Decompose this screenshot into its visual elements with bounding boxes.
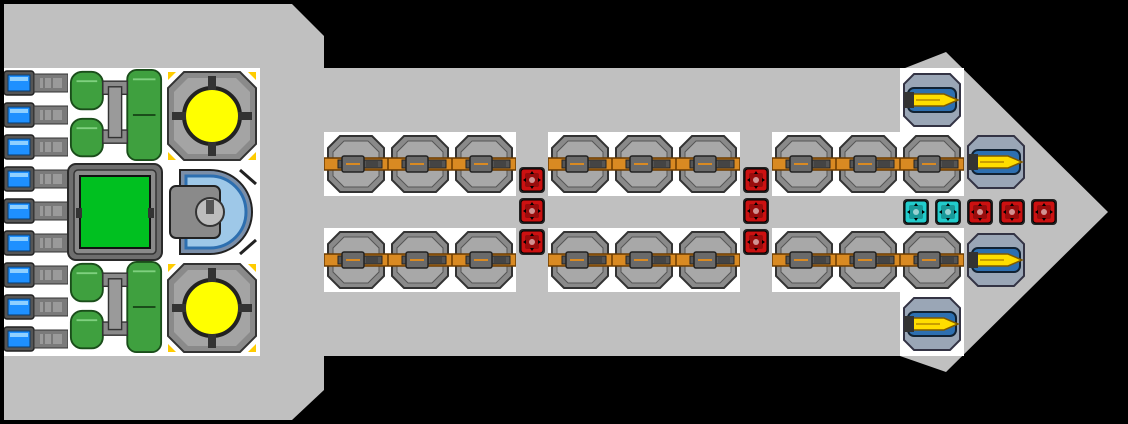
railgun[interactable] xyxy=(612,135,676,193)
battery-cell[interactable] xyxy=(4,262,68,288)
railgun[interactable] xyxy=(612,231,676,289)
railgun[interactable] xyxy=(388,231,452,289)
battery-cell[interactable] xyxy=(4,198,68,224)
missile-launcher[interactable] xyxy=(967,233,1025,287)
railgun[interactable] xyxy=(548,231,612,289)
cyan-connector[interactable] xyxy=(934,198,962,226)
reactor-core-bottom[interactable] xyxy=(166,262,258,354)
red-connector[interactable] xyxy=(998,198,1026,226)
missile-launcher[interactable] xyxy=(903,297,961,351)
missile-launcher[interactable] xyxy=(967,135,1025,189)
computer-display[interactable] xyxy=(67,163,163,261)
nose-connectors[interactable] xyxy=(902,198,1058,226)
battery-cell[interactable] xyxy=(4,166,68,192)
railgun[interactable] xyxy=(900,135,964,193)
railgun[interactable] xyxy=(676,135,740,193)
railgun[interactable] xyxy=(676,231,740,289)
railgun[interactable] xyxy=(836,135,900,193)
railgun[interactable] xyxy=(836,231,900,289)
railgun[interactable] xyxy=(324,231,388,289)
railgun[interactable] xyxy=(772,231,836,289)
ammo-connector[interactable] xyxy=(742,197,770,225)
ammo-connector[interactable] xyxy=(518,166,546,194)
red-connector[interactable] xyxy=(966,198,994,226)
battery-cell[interactable] xyxy=(4,102,68,128)
ammo-connector[interactable] xyxy=(742,166,770,194)
battery-cell[interactable] xyxy=(4,326,68,352)
railgun[interactable] xyxy=(452,231,516,289)
ammo-connector[interactable] xyxy=(518,228,546,256)
battery-cell[interactable] xyxy=(4,70,68,96)
railgun[interactable] xyxy=(452,135,516,193)
cockpit-dome[interactable] xyxy=(164,164,260,260)
red-connector[interactable] xyxy=(1030,198,1058,226)
railgun[interactable] xyxy=(324,135,388,193)
ship-hull xyxy=(4,4,1108,420)
ammo-connector[interactable] xyxy=(518,197,546,225)
railgun[interactable] xyxy=(548,135,612,193)
missile-launchers xyxy=(900,68,1025,356)
railgun[interactable] xyxy=(388,135,452,193)
railgun[interactable] xyxy=(772,135,836,193)
ammo-connector[interactable] xyxy=(742,228,770,256)
battery-column[interactable] xyxy=(4,70,68,352)
battery-cell[interactable] xyxy=(4,294,68,320)
cyan-connector[interactable] xyxy=(902,198,930,226)
railgun[interactable] xyxy=(900,231,964,289)
railgun-bays xyxy=(324,132,964,292)
reactor-core-top[interactable] xyxy=(166,70,258,162)
battery-cell[interactable] xyxy=(4,134,68,160)
missile-launcher[interactable] xyxy=(903,73,961,127)
battery-cell[interactable] xyxy=(4,230,68,256)
